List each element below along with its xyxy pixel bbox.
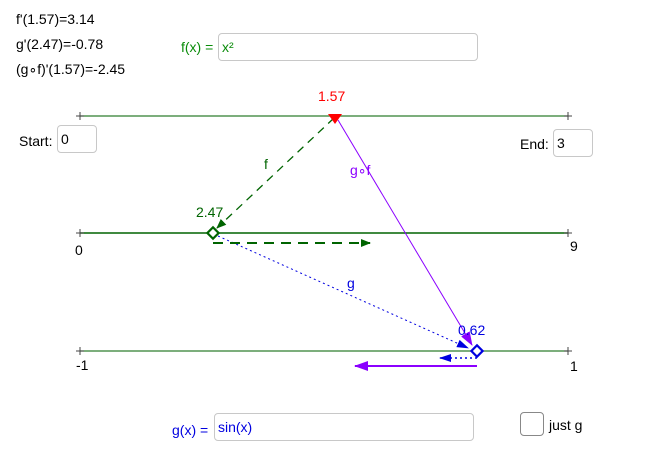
g-derivative-text: g'(2.47)=-0.78 [16,36,104,52]
f-function-input[interactable] [218,33,478,61]
composite-derivative-text: (g∘f)'(1.57)=-2.45 [16,61,126,77]
end-input[interactable] [553,129,593,157]
f-arrow-label: f [264,156,268,172]
middle-axis [76,229,572,237]
g-mapping-arrow [217,235,469,349]
composite-mapping-arrow [337,119,473,346]
point-x-marker [328,114,342,124]
point-x-value: 1.57 [318,88,346,104]
f-mapping-arrow [216,117,335,229]
bottom-axis-min-label: -1 [76,357,89,373]
g-function-input[interactable] [214,413,474,441]
bottom-axis [76,347,572,355]
start-input[interactable] [57,125,97,153]
just-g-checkbox[interactable] [520,412,544,436]
middle-axis-min-label: 0 [75,242,83,258]
point-gfx-value: 0.62 [458,322,486,338]
point-fx-value: 2.47 [196,204,224,220]
middle-axis-max-label: 9 [570,238,578,254]
end-label: End: [520,136,549,152]
point-gfx-marker [469,343,485,359]
f-derivative-text: f'(1.57)=3.14 [16,11,95,27]
bottom-axis-max-label: 1 [570,358,578,374]
point-fx-marker [205,225,221,241]
top-axis [76,112,572,120]
g-arrow-label: g [347,275,355,291]
composite-arrow-label: g∘f [350,162,371,178]
f-input-label: f(x) = [181,39,214,55]
start-label: Start: [19,133,53,149]
g-input-label: g(x) = [172,422,209,438]
just-g-label: just g [549,417,583,433]
